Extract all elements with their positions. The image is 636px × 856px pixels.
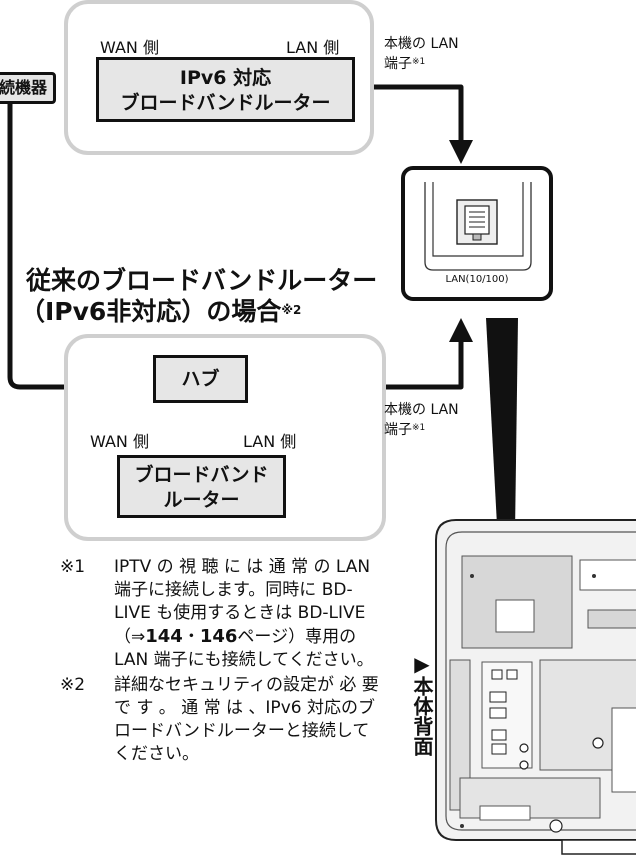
footnote-1-text-post: ページ）専用の LAN 端子にも接続してください。 <box>114 627 374 670</box>
ipv6-router-box: IPv6 対応 ブロードバンドルーター <box>96 57 355 122</box>
legacy-heading-line2: （IPv6非対応）の場合 <box>20 297 282 326</box>
footnote-2-text: 詳細なセキュリティの設定が 必 要 で す 。 通 常 は 、IPv6 対応のブ… <box>114 675 379 764</box>
lan-jack-label: LAN(10/100) <box>445 274 509 285</box>
footnotes: ※1 IPTV の 視 聴 に は 通 常 の LAN 端子に接続します。同時に… <box>60 556 380 768</box>
footnote-1-page-ref-2: 146 <box>199 626 238 647</box>
lan-port-top-line1: 本機の LAN <box>384 36 459 52</box>
legacy-router-line1: ブロードバンド <box>134 464 269 486</box>
footnote-1-page-ref-1: 144 <box>145 626 183 647</box>
arrow-down <box>449 140 473 164</box>
footnote-2-mark: ※2 <box>60 675 86 695</box>
note-ref-2: ※2 <box>281 303 302 317</box>
footnote-1-mark: ※1 <box>60 557 86 577</box>
legacy-router-line2: ルーター <box>163 489 240 511</box>
arrow-up <box>449 318 473 342</box>
tv-back-illustration <box>435 519 636 855</box>
footnote-2: ※2 詳細なセキュリティの設定が 必 要 で す 。 通 常 は 、IPv6 対… <box>60 674 380 766</box>
connected-device-box: 続機器 <box>0 72 56 104</box>
note-ref-1a: ※1 <box>412 57 426 67</box>
lan-port-bottom-line2: 端子 <box>384 422 412 438</box>
ipv6-router-line2: ブロードバンドルーター <box>120 92 331 114</box>
lan-port-label-bottom: 本機の LAN 端子※1 <box>384 400 459 440</box>
legacy-heading-line2-wrap: （IPv6非対応）の場合※2 <box>20 297 301 327</box>
line-device-to-hub <box>7 93 156 390</box>
legacy-router-box: ブロードバンド ルーター <box>117 455 286 518</box>
bottom-wan-label: WAN 側 <box>90 432 149 451</box>
hub-label: ハブ <box>181 368 220 390</box>
top-wan-label: WAN 側 <box>100 38 159 57</box>
lan-port-top-line2: 端子 <box>384 56 412 72</box>
lan-port-bottom-line1: 本機の LAN <box>384 402 459 418</box>
footnote-1-separator: ・ <box>182 627 200 647</box>
footnote-1-text-pre: IPTV の 視 聴 に は 通 常 の LAN 端子に接続します。同時に BD… <box>114 557 371 647</box>
hub-box: ハブ <box>153 355 248 403</box>
top-lan-label: LAN 側 <box>286 38 340 57</box>
line-router-to-tv <box>350 84 464 147</box>
lan-port-label-top: 本機の LAN 端子※1 <box>384 34 459 74</box>
lan-jack-callout: LAN(10/100) <box>401 166 553 301</box>
bottom-lan-label: LAN 側 <box>243 432 297 451</box>
footnote-1: ※1 IPTV の 視 聴 に は 通 常 の LAN 端子に接続します。同時に… <box>60 556 380 672</box>
legacy-heading-line1: 従来のブロードバンドルーター <box>26 266 378 295</box>
note-ref-1b: ※1 <box>412 423 426 433</box>
back-of-unit-label: ▶本体背面 <box>410 652 434 756</box>
connected-device-label: 続機器 <box>0 78 47 97</box>
ipv6-router-line1: IPv6 対応 <box>179 67 272 89</box>
lan-jack-icon <box>424 182 532 271</box>
